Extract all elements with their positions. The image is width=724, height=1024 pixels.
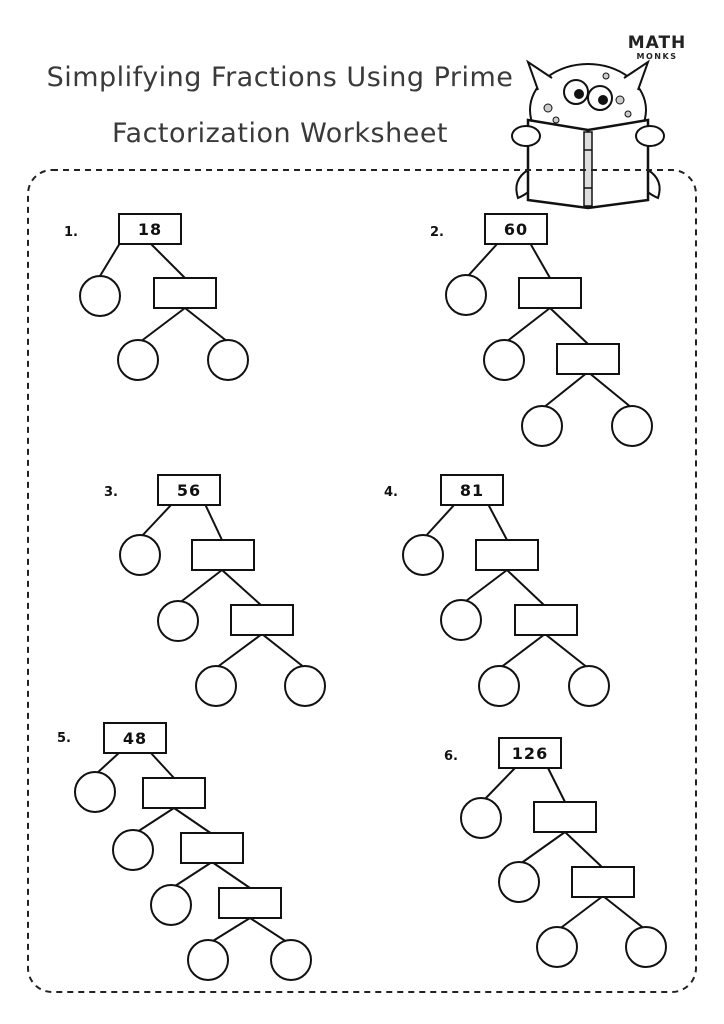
title-line-2: Factorization Worksheet [111,118,449,149]
dashed-border [27,169,697,993]
answer-box[interactable] [475,539,539,571]
number-box [498,737,562,769]
number-box [103,722,167,754]
answer-circle[interactable] [568,665,610,707]
number-box [440,474,504,506]
answer-box[interactable] [230,604,294,636]
answer-circle[interactable] [284,665,326,707]
answer-circle[interactable] [498,861,540,903]
answer-circle[interactable] [445,274,487,316]
answer-circle[interactable] [157,600,199,642]
number-box [157,474,221,506]
number-value: 48 [123,729,147,748]
answer-circle[interactable] [536,926,578,968]
answer-circle[interactable] [207,339,249,381]
problem-1: 1. 18 [64,213,249,381]
answer-circle[interactable] [483,339,525,381]
number-value: 126 [512,744,548,763]
answer-circle[interactable] [460,797,502,839]
answer-circle[interactable] [74,771,116,813]
logo-name: MATH [627,33,687,53]
problem-6: 6. 126 [444,737,667,968]
answer-circle[interactable] [117,339,159,381]
answer-box[interactable] [556,343,620,375]
answer-circle[interactable] [119,534,161,576]
answer-box[interactable] [571,866,635,898]
problem-5: 5. 48 [57,722,312,981]
problem-label: 2. [430,225,444,240]
answer-circle[interactable] [112,829,154,871]
problem-label: 4. [384,485,398,500]
answer-circle[interactable] [270,939,312,981]
answer-box[interactable] [533,801,597,833]
number-value: 18 [138,220,162,239]
title-line-1: Simplifying Fractions Using Prime [46,62,514,93]
answer-circle[interactable] [440,599,482,641]
problem-label: 3. [104,485,118,500]
monster-reading-book-icon [511,59,665,210]
problem-label: 6. [444,749,458,764]
number-value: 60 [504,220,528,239]
answer-circle[interactable] [79,275,121,317]
answer-box[interactable] [191,539,255,571]
problem-4: 4. 81 [384,474,610,707]
answer-circle[interactable] [187,939,229,981]
number-box [484,213,548,245]
answer-circle[interactable] [402,534,444,576]
problem-3: 3. 56 [104,474,326,707]
answer-box[interactable] [514,604,578,636]
answer-circle[interactable] [521,405,563,447]
problem-label: 5. [57,731,71,746]
answer-box[interactable] [153,277,217,309]
answer-circle[interactable] [150,884,192,926]
answer-box[interactable] [518,277,582,309]
answer-circle[interactable] [611,405,653,447]
answer-circle[interactable] [478,665,520,707]
math-monks-logo: MATH MONKS [626,34,688,62]
answer-box[interactable] [142,777,206,809]
problem-label: 1. [64,225,78,240]
answer-circle[interactable] [195,665,237,707]
number-value: 56 [177,481,201,500]
answer-box[interactable] [218,887,282,919]
worksheet-title: Simplifying Fractions Using Prime Factor… [40,50,520,162]
number-value: 81 [460,481,484,500]
answer-box[interactable] [180,832,244,864]
number-box [118,213,182,245]
answer-circle[interactable] [625,926,667,968]
problem-2: 2. 60 [430,213,653,447]
logo-subtitle: MONKS [636,52,678,61]
